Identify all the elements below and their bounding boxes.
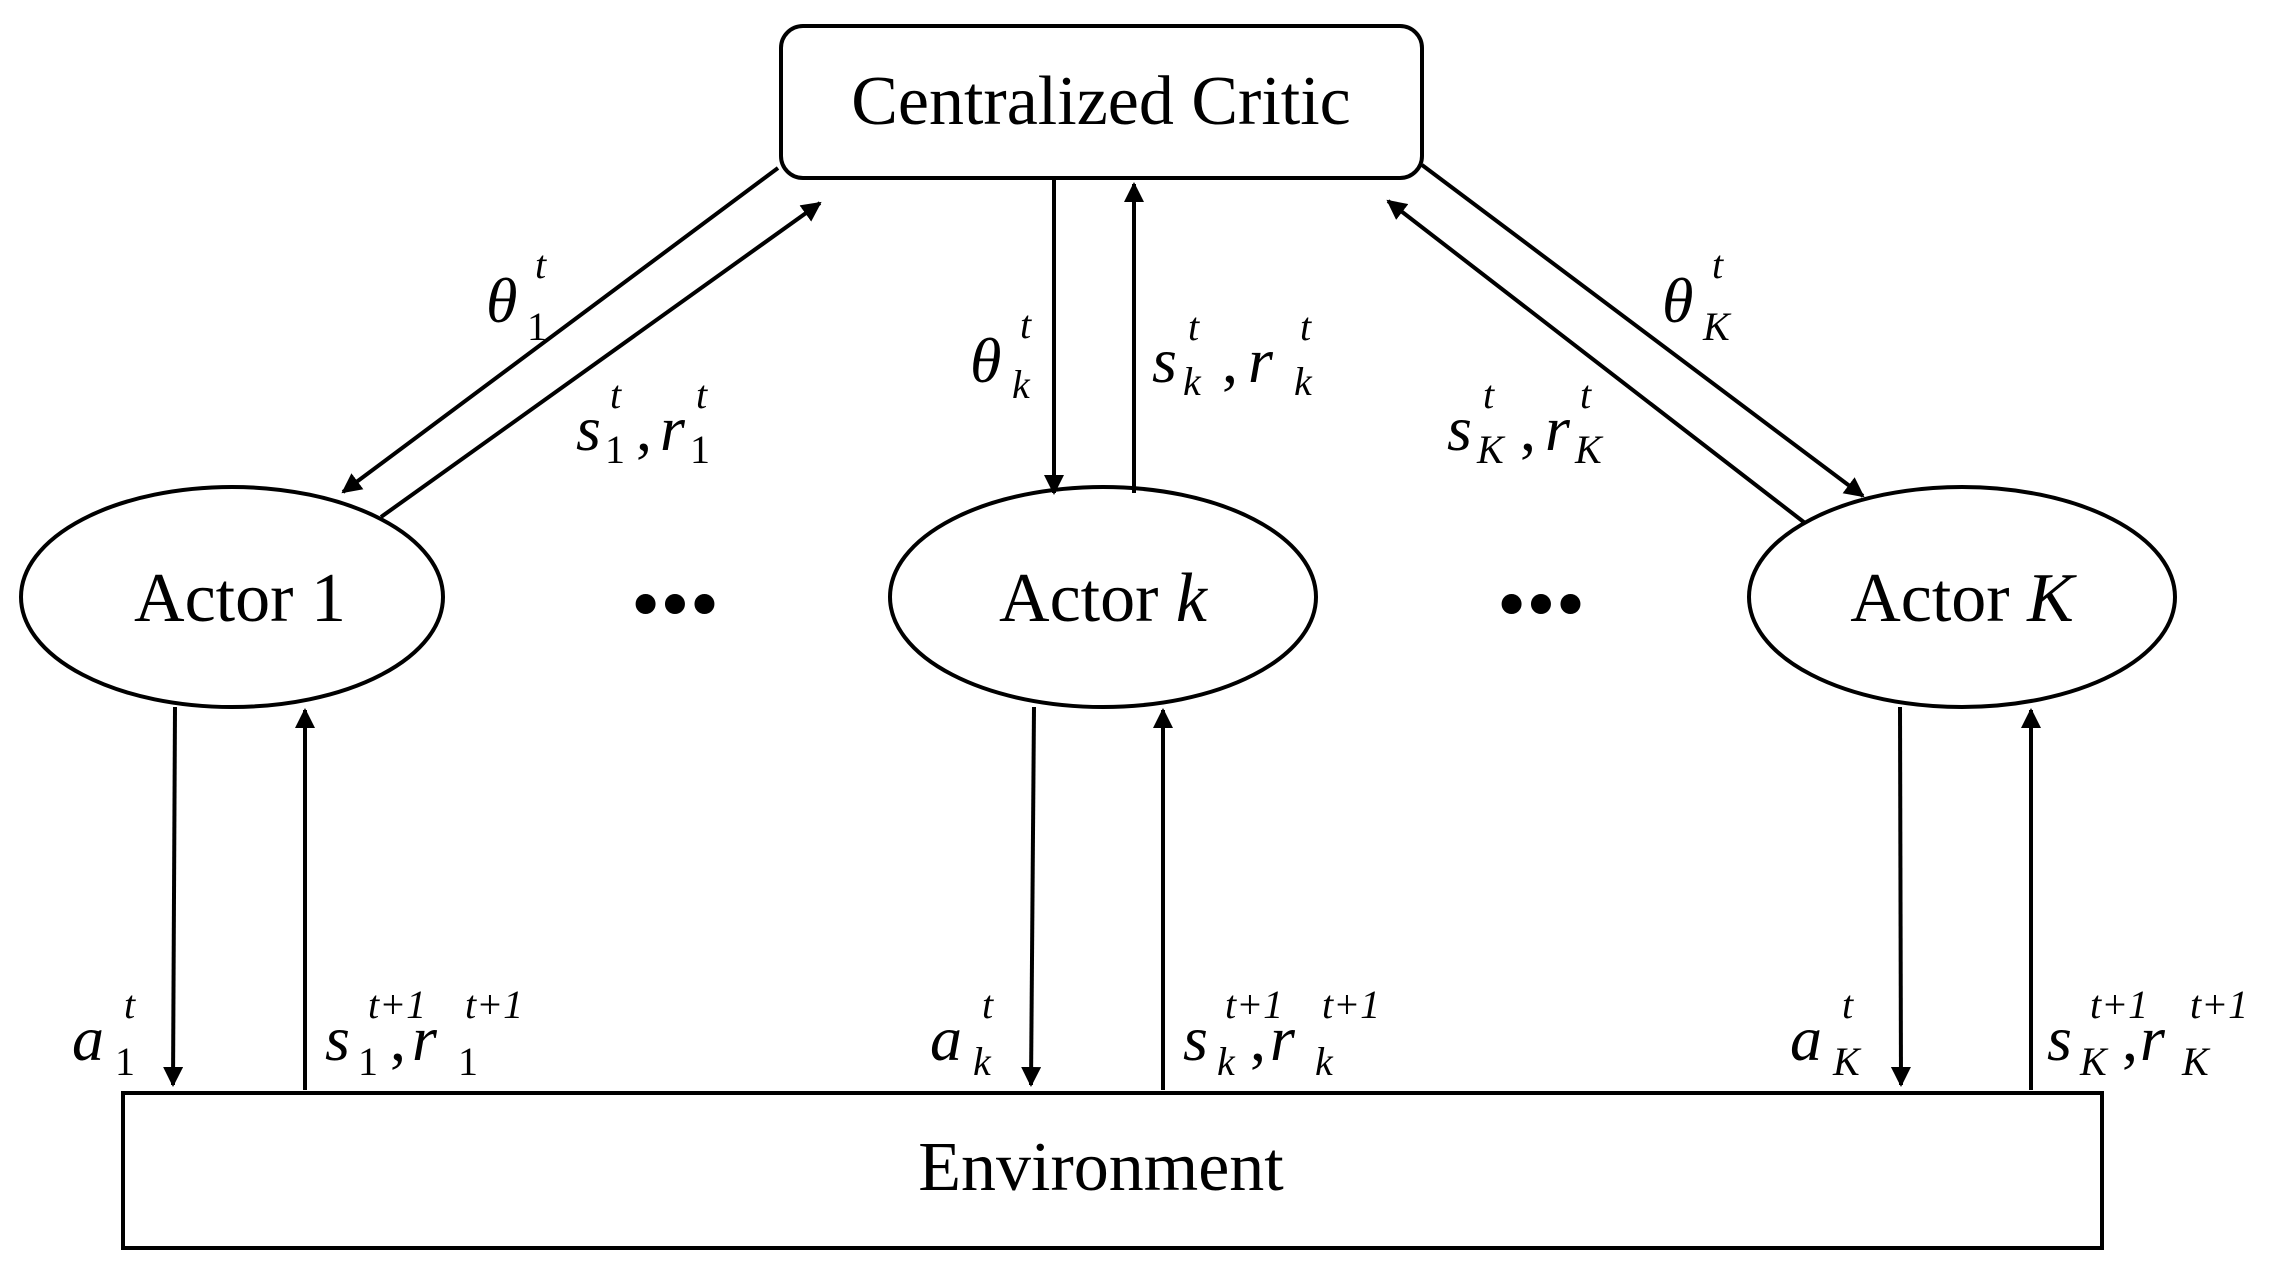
actor-k-node: Actor k [888,485,1318,709]
ellipsis-right: ••• [1497,558,1585,651]
arrow-actor-K-to-critic [1386,199,1807,525]
arrow-actor-k-to-env [1021,706,1042,1087]
arrow-actor-1-to-env [163,706,184,1087]
actor-k-label: Actor k [999,560,1209,637]
actor-1-label: Actor 1 [134,560,346,637]
environment-node: Environment [121,1091,2104,1250]
arrow-actor-K-to-env [1890,706,1911,1087]
environment-label: Environment [918,1129,1284,1206]
actor-K-node: Actor K [1747,485,2177,709]
critic-node: Centralized Critic [779,24,1424,180]
actor-K-label: Actor K [1850,560,2077,637]
arrow-critic-to-actor-1 [341,166,780,494]
arrow-actor-1-to-critic [379,201,822,519]
arrow-critic-to-actor-K [1420,163,1865,498]
actor-1-node: Actor 1 [19,485,445,709]
critic-label: Centralized Critic [851,63,1351,140]
ellipsis-left: ••• [631,558,719,651]
